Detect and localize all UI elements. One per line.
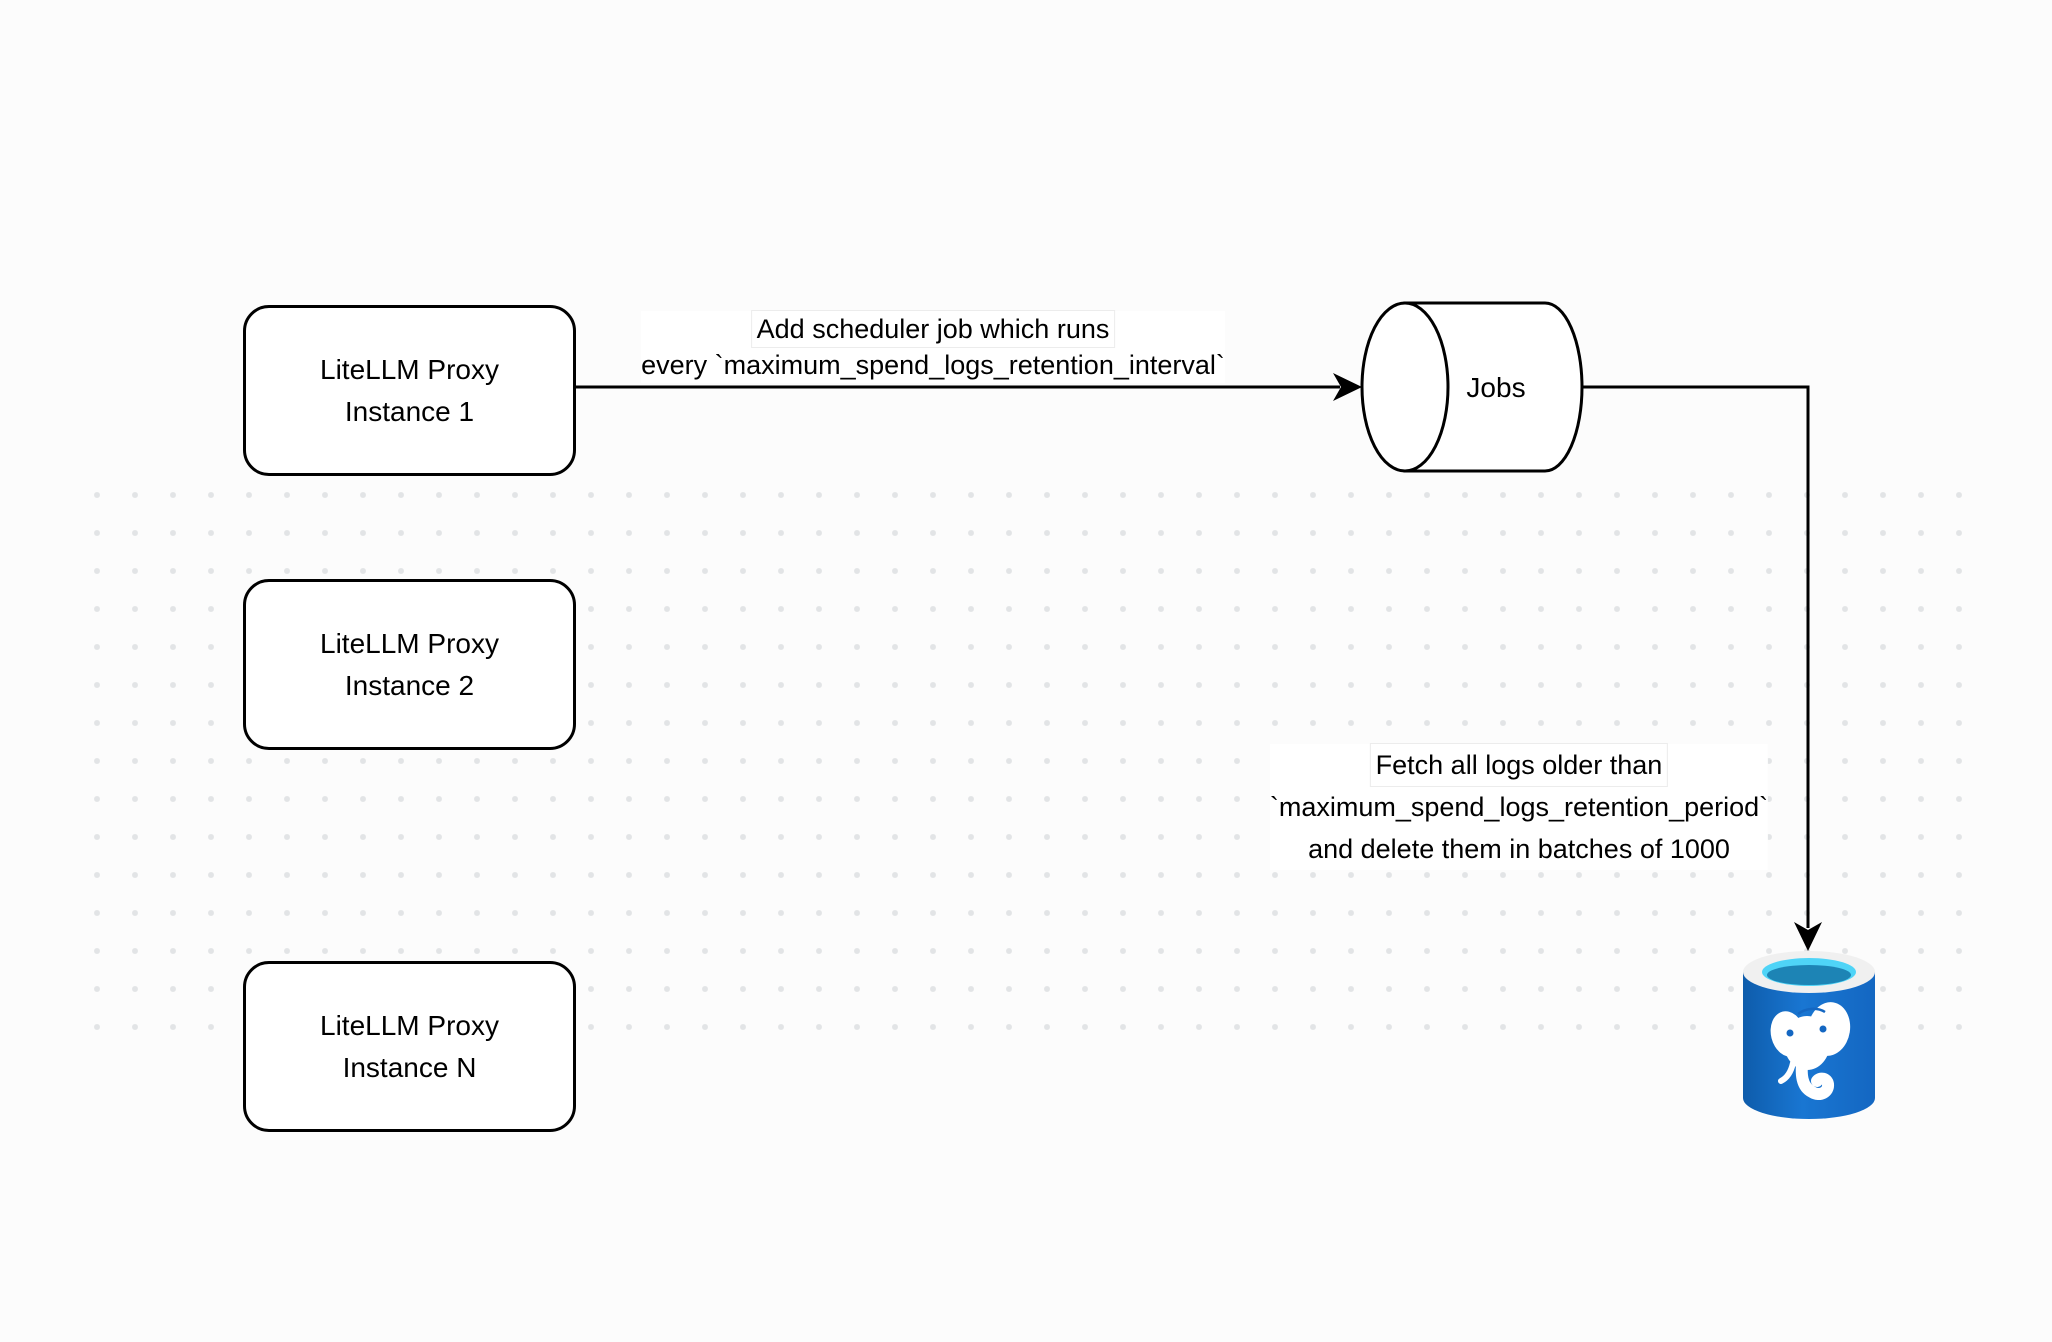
node-label-line: Instance 2 — [344, 669, 475, 701]
node-litellm-proxy-instance-2: LiteLLM Proxy Instance 2 — [243, 579, 576, 750]
node-label-line: LiteLLM Proxy — [320, 627, 499, 659]
arrowhead-down-icon — [1794, 922, 1822, 951]
edge-label-line: `maximum_spend_logs_retention_period` — [1269, 792, 1769, 822]
arrowhead-right-icon — [1333, 373, 1362, 401]
edge-label-scheduler: Add scheduler job which runs every `maxi… — [641, 311, 1225, 383]
node-litellm-proxy-instance-n: LiteLLM Proxy Instance N — [243, 961, 576, 1132]
edge-label-line: and delete them in batches of 1000 — [1308, 834, 1730, 864]
edge-label-line: Fetch all logs older than — [1370, 744, 1668, 786]
jobs-cylinder-shape — [1360, 301, 1584, 473]
postgres-elephant-logo — [1770, 1002, 1851, 1100]
edge-label-line: Add scheduler job which runs — [751, 311, 1115, 347]
edge-label-fetch-delete: Fetch all logs older than `maximum_spend… — [1269, 744, 1769, 870]
postgres-cylinder-liquid — [1767, 965, 1851, 985]
fetch-delete-edge-line — [1582, 385, 1810, 928]
node-label-line: LiteLLM Proxy — [320, 353, 499, 385]
node-label-line: Instance N — [342, 1051, 477, 1083]
node-litellm-proxy-instance-1: LiteLLM Proxy Instance 1 — [243, 305, 576, 476]
jobs-node-label: Jobs — [1466, 372, 1526, 403]
node-label-line: Instance 1 — [344, 395, 475, 427]
edge-label-line: every `maximum_spend_logs_retention_inte… — [641, 350, 1225, 380]
postgresql-database-icon — [1743, 951, 1875, 1119]
node-label-line: LiteLLM Proxy — [320, 1009, 499, 1041]
